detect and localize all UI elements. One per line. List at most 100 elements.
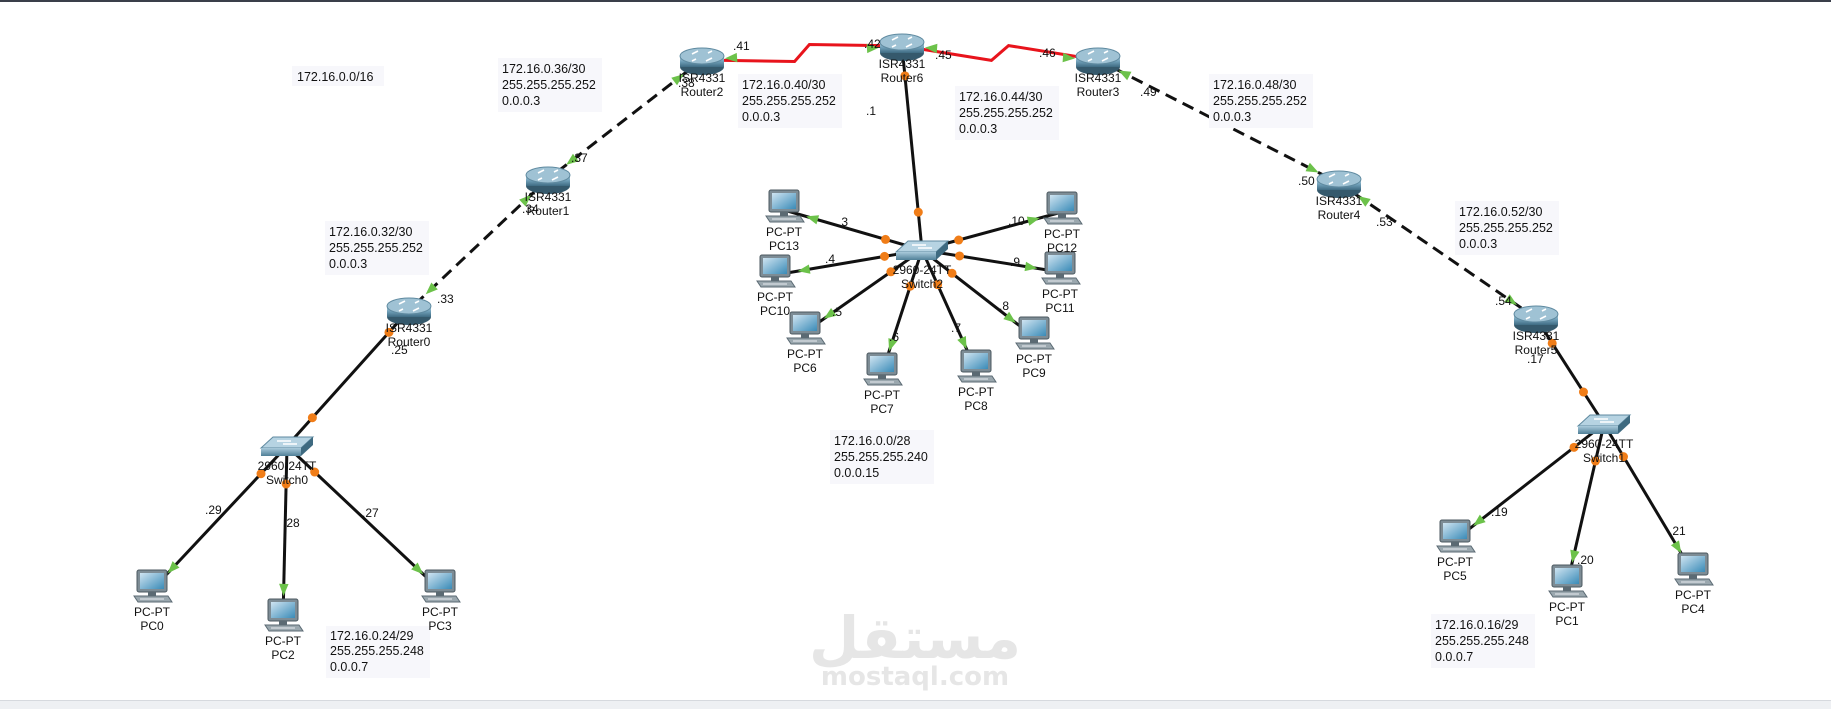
link-indicators <box>167 43 1682 597</box>
note-base[interactable]: 172.16.0.0/16 <box>292 66 384 86</box>
port-label: .41 <box>733 39 750 53</box>
device-label: ISR4331 <box>525 190 572 204</box>
device-label: ISR4331 <box>1513 329 1560 343</box>
link-up-triangle <box>1570 549 1580 563</box>
note-line: 0.0.0.3 <box>959 122 997 136</box>
port-status-dot <box>954 235 964 245</box>
note-line: 0.0.0.3 <box>1459 237 1497 251</box>
device-label: PC-PT <box>757 290 794 304</box>
port-label: .37 <box>571 151 588 165</box>
note-r1-r0[interactable]: 172.16.0.32/30 255.255.255.252 0.0.0.3 <box>325 221 429 275</box>
port-label: .33 <box>437 292 454 306</box>
port-label: .19 <box>1491 505 1508 519</box>
copper-link[interactable] <box>783 208 923 252</box>
link-up-triangle <box>519 194 532 207</box>
device-label: 2960-24TT <box>893 263 952 277</box>
port-label: .29 <box>205 503 222 517</box>
port-status-dot <box>905 281 915 291</box>
device-label: PC-PT <box>1549 600 1586 614</box>
port-status-dot <box>1547 338 1557 348</box>
device-label: Router1 <box>527 204 570 218</box>
crossover-link[interactable] <box>1338 181 1537 320</box>
window-bottom-border <box>0 700 1831 709</box>
serial-link[interactable] <box>901 43 1099 63</box>
port-label: .45 <box>935 48 952 62</box>
device-label: PC-PT <box>422 605 459 619</box>
port-label: .3 <box>838 215 848 229</box>
note-line: 172.16.0.48/30 <box>1213 78 1296 92</box>
port-label: .9 <box>1010 255 1020 269</box>
device-label: Router5 <box>1515 343 1558 357</box>
port-label: .53 <box>1376 215 1393 229</box>
note-line: 172.16.0.0/28 <box>834 434 911 448</box>
port-labels: .41 .42 .45 .46 .38 .37 .1 .49 .50 .34 .… <box>205 37 1686 567</box>
port-label: .38 <box>678 76 695 90</box>
note-line: 0.0.0.3 <box>329 257 367 271</box>
port-status-dot <box>1569 442 1579 452</box>
device-label: Router4 <box>1318 208 1361 222</box>
link-up-triangle <box>823 307 837 319</box>
link-up-triangle <box>566 153 579 165</box>
note-base-line: 172.16.0.0/16 <box>297 70 374 84</box>
window-top-border <box>0 0 1831 2</box>
copper-link[interactable] <box>1534 317 1606 425</box>
port-status-dot <box>913 207 923 217</box>
port-label: .28 <box>283 516 300 530</box>
watermark-latin: mostaql.com <box>821 662 1009 692</box>
link-up-triangle <box>1357 196 1371 207</box>
port-status-dot <box>307 413 317 423</box>
link-up-triangle <box>1670 540 1682 554</box>
note-line: 172.16.0.44/30 <box>959 90 1042 104</box>
device-label: PC-PT <box>787 347 824 361</box>
note-line: 172.16.0.52/30 <box>1459 205 1542 219</box>
link-up-triangle <box>724 52 738 63</box>
port-status-dot <box>900 71 910 81</box>
note-line: 255.255.255.252 <box>959 106 1053 120</box>
serial-link[interactable] <box>701 42 903 64</box>
note-lan-switch2[interactable]: 172.16.0.0/28 255.255.255.240 0.0.0.15 <box>830 430 934 484</box>
note-r6-r3[interactable]: 172.16.0.44/30 255.255.255.252 0.0.0.3 <box>955 86 1059 140</box>
port-status-dot <box>1578 387 1588 397</box>
note-lan-switch1[interactable]: 172.16.0.16/29 255.255.255.248 0.0.0.7 <box>1431 614 1535 668</box>
note-r2-r6[interactable]: 172.16.0.40/30 255.255.255.252 0.0.0.3 <box>738 74 842 128</box>
port-label: .10 <box>1008 214 1025 228</box>
device-label: ISR4331 <box>386 321 433 335</box>
note-line: 255.255.255.252 <box>1213 94 1307 108</box>
note-r2-r1[interactable]: 172.16.0.36/30 255.255.255.252 0.0.0.3 <box>498 58 602 112</box>
note-lan-switch0[interactable]: 172.16.0.24/29 255.255.255.248 0.0.0.7 <box>326 626 430 678</box>
link-up-triangle <box>411 562 424 575</box>
note-line: 0.0.0.3 <box>502 94 540 108</box>
note-r4-r5[interactable]: 172.16.0.52/30 255.255.255.252 0.0.0.3 <box>1455 201 1559 255</box>
port-label: .4 <box>825 252 835 266</box>
note-line: 255.255.255.252 <box>1459 221 1553 235</box>
note-r3-r4[interactable]: 172.16.0.48/30 255.255.255.252 0.0.0.3 <box>1209 74 1313 128</box>
device-label: ISR4331 <box>1075 71 1122 85</box>
